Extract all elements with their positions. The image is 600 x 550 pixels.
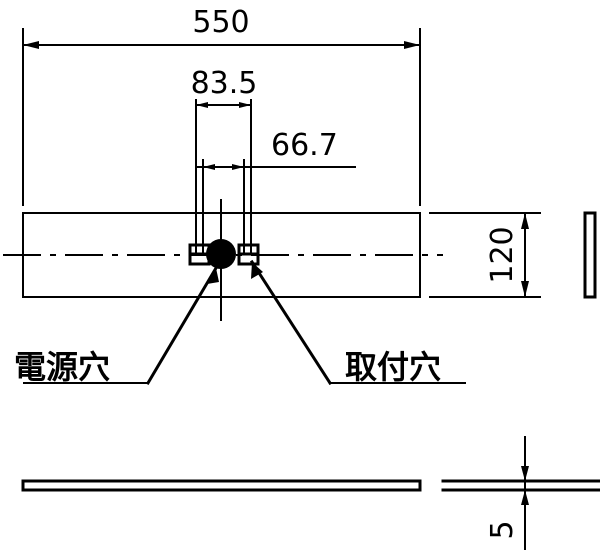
arrowhead-left-overall <box>23 41 39 49</box>
dimension-label-hole-pitch-inner: 66.7 <box>271 128 338 163</box>
arrowhead-top-plate-thickness <box>521 466 529 481</box>
edge-view-outline <box>583 211 597 299</box>
arrowhead-mounting-hole-leader <box>251 262 263 279</box>
arrowhead-bottom-plate-thickness <box>521 490 529 505</box>
dimension-plate-thickness: 5 <box>485 436 529 550</box>
dimension-overall-length: 550 <box>22 5 421 206</box>
hole-group <box>188 239 260 269</box>
label-power-hole: 電源穴 <box>14 348 110 386</box>
leader-line-power-hole <box>145 265 219 386</box>
arrowhead-left-inner-pitch <box>203 164 215 170</box>
arrowhead-top-plate-width <box>521 213 529 229</box>
edge-view-plate <box>583 211 597 299</box>
dimension-label-hole-pitch-outer: 83.5 <box>191 66 258 101</box>
side-view-outline <box>21 479 422 492</box>
arrowhead-bottom-plate-width <box>521 281 529 297</box>
leader-lines <box>23 259 466 386</box>
arrowhead-power-hole-leader <box>207 268 219 284</box>
arrowhead-right-inner-pitch <box>232 164 244 170</box>
dimension-label-plate-thickness: 5 <box>485 520 520 539</box>
dimension-hole-pitch-inner: 66.7 <box>195 128 356 253</box>
leader-line-mounting-hole <box>249 259 333 386</box>
dimension-hole-pitch-outer: 83.5 <box>191 66 258 253</box>
power-hole <box>206 239 236 269</box>
dimension-label-overall-length: 550 <box>192 5 249 40</box>
label-mounting-hole: 取付穴 <box>345 348 441 386</box>
dimension-label-plate-width: 120 <box>485 226 520 283</box>
side-view-plate <box>21 479 600 492</box>
arrowhead-right-overall <box>404 41 420 49</box>
arrowhead-left-outer-pitch <box>196 102 208 108</box>
dimension-plate-width: 120 <box>429 212 541 298</box>
arrowhead-right-outer-pitch <box>239 102 251 108</box>
